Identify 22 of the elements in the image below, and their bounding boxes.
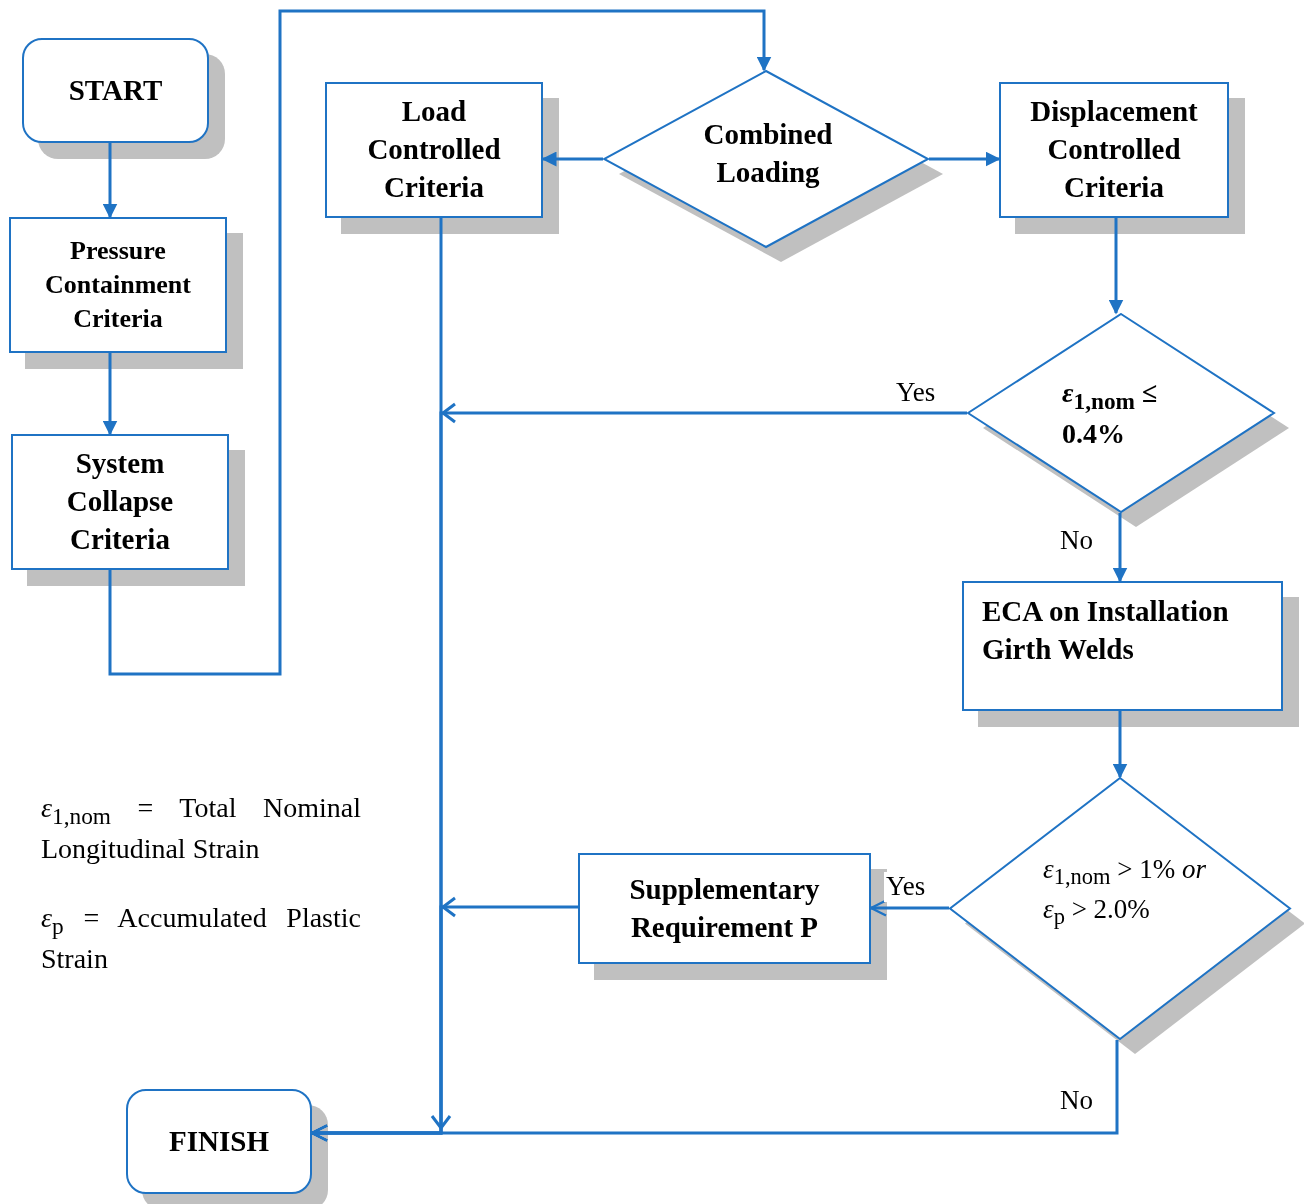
node-text: System Collapse Criteria (65, 446, 175, 557)
arrow (929, 151, 1001, 167)
arrow (108, 9, 772, 676)
edge-label: Yes (884, 872, 928, 902)
node-text: Pressure Containment Criteria (44, 235, 192, 335)
node-text: ECA on Installation Girth Welds (982, 594, 1230, 667)
arrow (102, 143, 118, 219)
arrow (1112, 513, 1128, 583)
arrow (310, 218, 443, 1142)
node-text: FINISH (169, 1123, 269, 1159)
arrow (102, 353, 118, 436)
decision-text: Combined Loading (702, 117, 834, 190)
node-text: START (68, 72, 163, 108)
arrow (1112, 711, 1128, 779)
decision-text: ε$_{1,nom}$ ≤ 0.4% (1062, 376, 1159, 451)
definition-note: ε$_{1,nom}$ = Total Nominal Longitudinal Strain (41, 791, 361, 866)
node-text: Supplementary Requirement P (628, 871, 821, 945)
node-text: Displacement Controlled Criteria (1029, 94, 1199, 205)
decision-text: ε$_{1,nom}$ > 1% or ε$_{p}$ > 2.0% (1043, 853, 1207, 932)
node-text: Load Controlled Criteria (366, 94, 502, 205)
arrow (1108, 218, 1124, 315)
definition-note: ε$_{p}$ = Accumulated Plastic Strain (41, 901, 361, 976)
